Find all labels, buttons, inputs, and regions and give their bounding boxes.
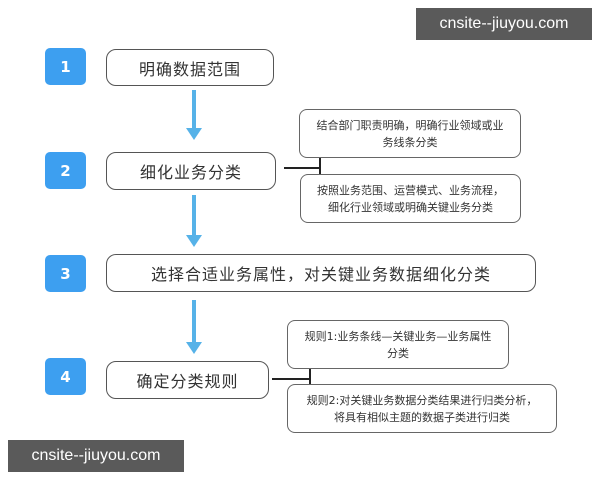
- step-number-badge-4: 4: [45, 358, 86, 395]
- note-line: 分类: [387, 346, 409, 360]
- arrow-down-icon: [186, 235, 202, 247]
- step4-note-1: 规则1:业务条线—关键业务—业务属性 分类: [287, 320, 509, 369]
- note-line: 结合部门职责明确，明确行业领域或业: [316, 118, 504, 132]
- note-line: 规则2:对关键业务数据分类结果进行归类分析，: [306, 393, 538, 407]
- connector-vertical-2: [319, 157, 321, 177]
- step-box-2: 细化业务分类: [106, 152, 276, 190]
- connector-vertical-4: [309, 368, 311, 386]
- step2-note-1: 结合部门职责明确，明确行业领域或业 务线条分类: [299, 109, 521, 158]
- step-number-badge-3: 3: [45, 255, 86, 292]
- arrow-down-icon: [186, 342, 202, 354]
- note-line: 将具有相似主题的数据子类进行归类: [333, 410, 510, 424]
- watermark-top: cnsite--jiuyou.com: [416, 8, 592, 40]
- arrow-line-2-3: [192, 195, 196, 235]
- connector-horizontal-2: [284, 167, 321, 169]
- arrow-line-3-4: [192, 300, 196, 342]
- note-line: 规则1:业务条线—关键业务—业务属性: [304, 329, 492, 343]
- note-line: 按照业务范围、运营模式、业务流程，: [317, 183, 504, 197]
- step-box-3: 选择合适业务属性，对关键业务数据细化分类: [106, 254, 536, 292]
- arrow-down-icon: [186, 128, 202, 140]
- step-number-badge-1: 1: [45, 48, 86, 85]
- step-box-1: 明确数据范围: [106, 49, 274, 86]
- note-line: 务线条分类: [382, 135, 438, 149]
- watermark-bottom: cnsite--jiuyou.com: [8, 440, 184, 472]
- step-number-badge-2: 2: [45, 152, 86, 189]
- note-line: 细化行业领域或明确关键业务分类: [328, 200, 493, 214]
- step4-note-2: 规则2:对关键业务数据分类结果进行归类分析， 将具有相似主题的数据子类进行归类: [287, 384, 557, 433]
- connector-horizontal-4: [272, 378, 310, 380]
- arrow-line-1-2: [192, 90, 196, 128]
- step2-note-2: 按照业务范围、运营模式、业务流程， 细化行业领域或明确关键业务分类: [300, 174, 521, 223]
- step-box-4: 确定分类规则: [106, 361, 269, 399]
